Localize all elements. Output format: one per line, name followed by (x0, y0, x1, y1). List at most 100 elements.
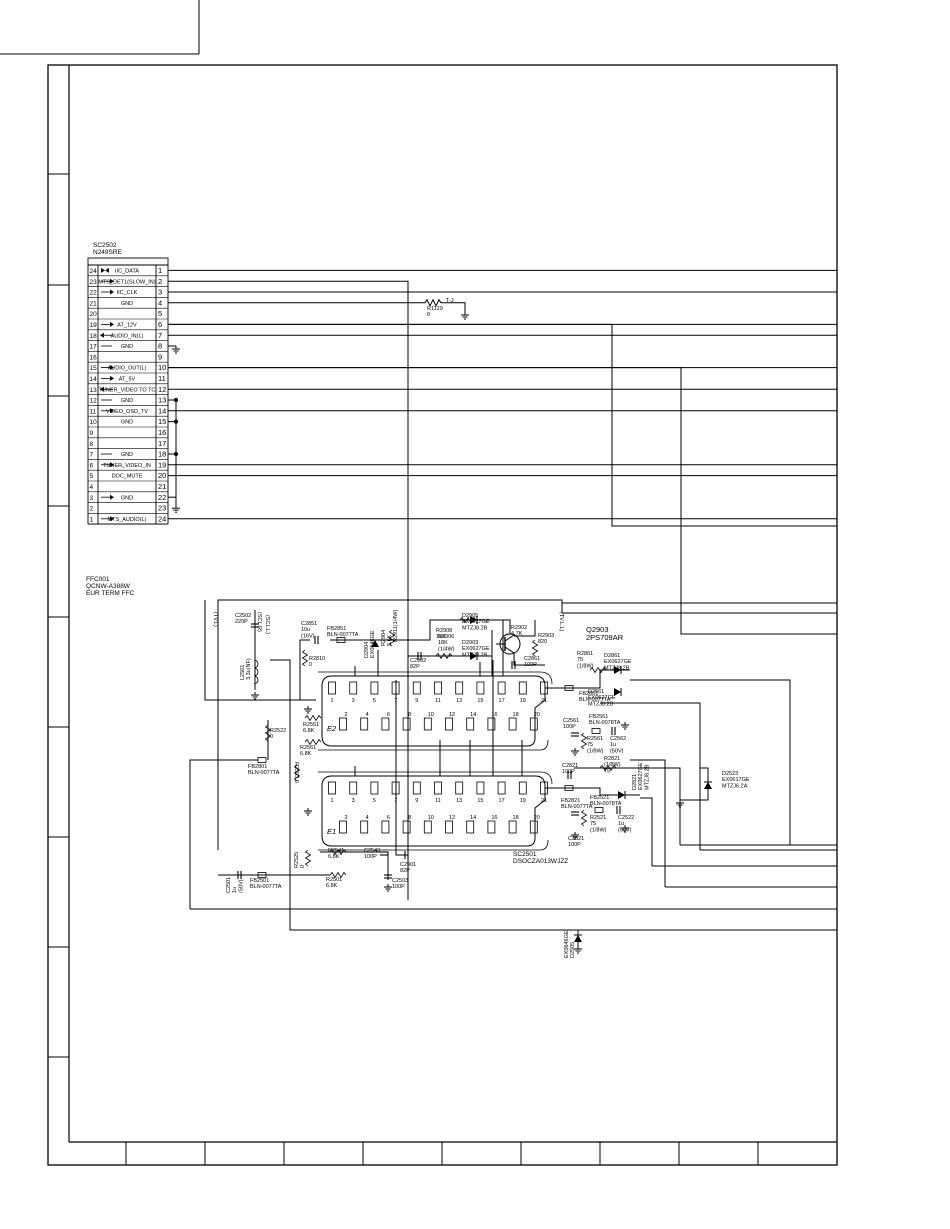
component-label: D2904 (364, 642, 370, 658)
scart-pin-number: 11 (435, 698, 441, 704)
scart-pin (423, 717, 432, 731)
component-label: (50V) (618, 827, 632, 833)
scart-pin-number: 9 (415, 698, 418, 704)
component-label: R2522 (270, 728, 286, 734)
inductor-l2501 (254, 659, 259, 685)
resistor-r2821 (599, 764, 617, 772)
component-label: T-J (446, 298, 454, 304)
ground-icon (251, 692, 259, 700)
component-label: C2503 (392, 878, 408, 884)
component-label: C2543 (364, 848, 380, 854)
scart-pin-number: 3 (352, 698, 355, 704)
signal-wire (600, 702, 701, 850)
scart-pin-number: 5 (373, 798, 376, 804)
pin-number-right: 24 (158, 514, 166, 523)
connector-part: N249SRE (93, 249, 123, 256)
resistor-r2503 (293, 764, 301, 782)
resistor-r2561 (580, 732, 588, 750)
scart-pin-number: 3 (352, 798, 355, 804)
arrow-right-icon (110, 494, 114, 500)
scart-pin-number: 7 (394, 798, 397, 804)
arrow-left-icon (100, 332, 104, 338)
pin-number-left: 2 (90, 506, 94, 513)
net-label: (SCL.L) (264, 615, 270, 634)
component-label: 6.8K (300, 751, 312, 757)
resistor-r2521 (580, 809, 588, 827)
component-label: EX0627GE (462, 619, 490, 625)
label-tj: T-J (446, 298, 454, 304)
signal-wire (513, 652, 545, 666)
arrow-bidirectional-icon (101, 267, 109, 273)
scart-pin-number: 19 (520, 798, 526, 804)
pin-number-left: 24 (90, 268, 98, 275)
pin-number-right: 8 (158, 342, 162, 351)
ground-icon (621, 825, 629, 833)
signal-wire (640, 797, 653, 866)
diode-d2903 (470, 652, 478, 660)
scart-pin (476, 781, 485, 795)
scart-pin-number: 19 (520, 698, 526, 704)
component-label: BLN-0077TA (579, 697, 611, 703)
signal-wire (514, 620, 536, 637)
ferrite-fb2821 (564, 785, 574, 791)
pin-signal-label: TUNER_VIDEO TO TC (99, 387, 156, 393)
pin-number-left: 18 (90, 333, 98, 340)
pin-number-right: 6 (158, 320, 162, 329)
component-label: 100P (563, 724, 576, 730)
scart-pin (360, 820, 369, 834)
component-label: R2525 (294, 852, 300, 868)
scart-bottom-ref: SC2501 (513, 851, 537, 858)
scart-pin-number: 1 (330, 698, 333, 704)
pin-signal-label: GND (121, 495, 133, 501)
pin-number-left: 11 (90, 408, 97, 415)
scart-pin (391, 681, 400, 695)
component-label: R2821 (604, 756, 620, 762)
scart-pin-number: 12 (449, 712, 455, 718)
component-label: 82P (400, 868, 410, 874)
pin-number-right: 19 (158, 460, 166, 469)
net-label-text: (SCL.L) (264, 615, 270, 634)
pin-number-right: 18 (158, 450, 166, 459)
component-label: 75 (577, 657, 583, 663)
scart-pin (412, 681, 421, 695)
component-label: 75 (587, 742, 593, 748)
scart-pin (412, 781, 421, 795)
scart-pin-number: 20 (534, 712, 540, 718)
pin-number-right: 10 (158, 363, 166, 372)
pin-signal-label: MTS_DET1(SLOW_IN) (98, 279, 155, 285)
capacitor-c2503 (384, 874, 392, 879)
capacitor-c2561 (571, 732, 579, 737)
scart-pin (349, 681, 358, 695)
pin-number-right: 7 (158, 331, 162, 340)
component-label: C2502 (235, 613, 251, 619)
component-label: 5.6K (387, 634, 393, 646)
scart-pin (391, 781, 400, 795)
pin-number-right: 5 (158, 309, 162, 318)
pin-number-right: 22 (158, 493, 166, 502)
arrow-right-icon (110, 516, 114, 522)
pin-signal-label: GND (121, 344, 133, 350)
component-label: R2501 (326, 877, 342, 883)
scart-pin (476, 681, 485, 695)
scart-pin-number: 8 (408, 712, 411, 718)
scart-pin-number: 13 (456, 798, 462, 804)
scart-pin (360, 717, 369, 731)
component-label: MTZJ8.2B (604, 665, 630, 671)
component-label: (50V) (238, 879, 244, 893)
pin-number-right: 1 (158, 266, 162, 275)
